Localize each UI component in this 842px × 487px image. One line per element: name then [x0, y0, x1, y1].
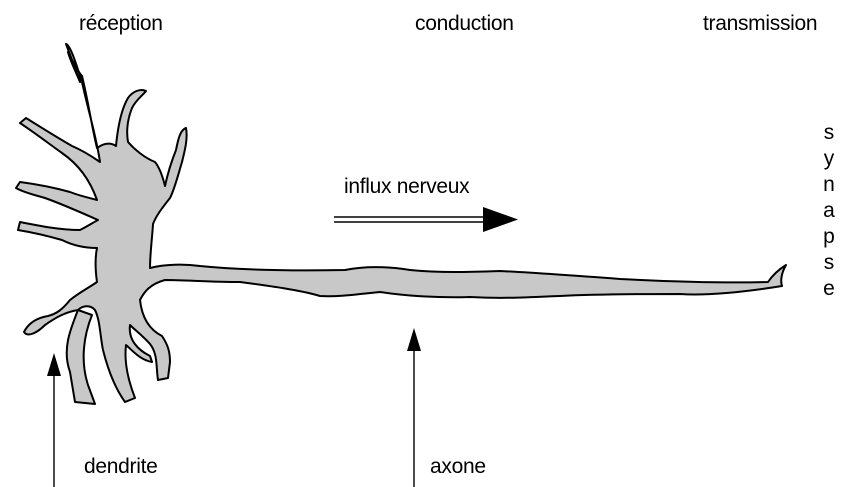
- axone-label: axone: [430, 455, 486, 479]
- dendrite-branch: [67, 310, 95, 404]
- transmission-label: transmission: [703, 12, 817, 36]
- axone-pointer-arrow: [407, 328, 421, 487]
- dendrite-label: dendrite: [84, 455, 158, 479]
- influx-nerveux-label: influx nerveux: [344, 175, 469, 199]
- synapse-letter: a: [818, 198, 840, 224]
- synapse-vertical-label: s y n a p s e: [818, 120, 840, 302]
- synapse-letter: p: [818, 224, 840, 250]
- influx-arrow: [334, 207, 518, 232]
- synapse-letter: e: [818, 276, 840, 302]
- reception-label: réception: [79, 12, 163, 36]
- neuron-cell-body-and-axon: [16, 44, 786, 402]
- synapse-letter: y: [818, 146, 840, 172]
- dendrite-pointer-arrow: [47, 353, 61, 487]
- synapse-letter: s: [818, 120, 840, 146]
- conduction-label: conduction: [415, 12, 514, 36]
- synapse-letter: n: [818, 172, 840, 198]
- synapse-letter: s: [818, 250, 840, 276]
